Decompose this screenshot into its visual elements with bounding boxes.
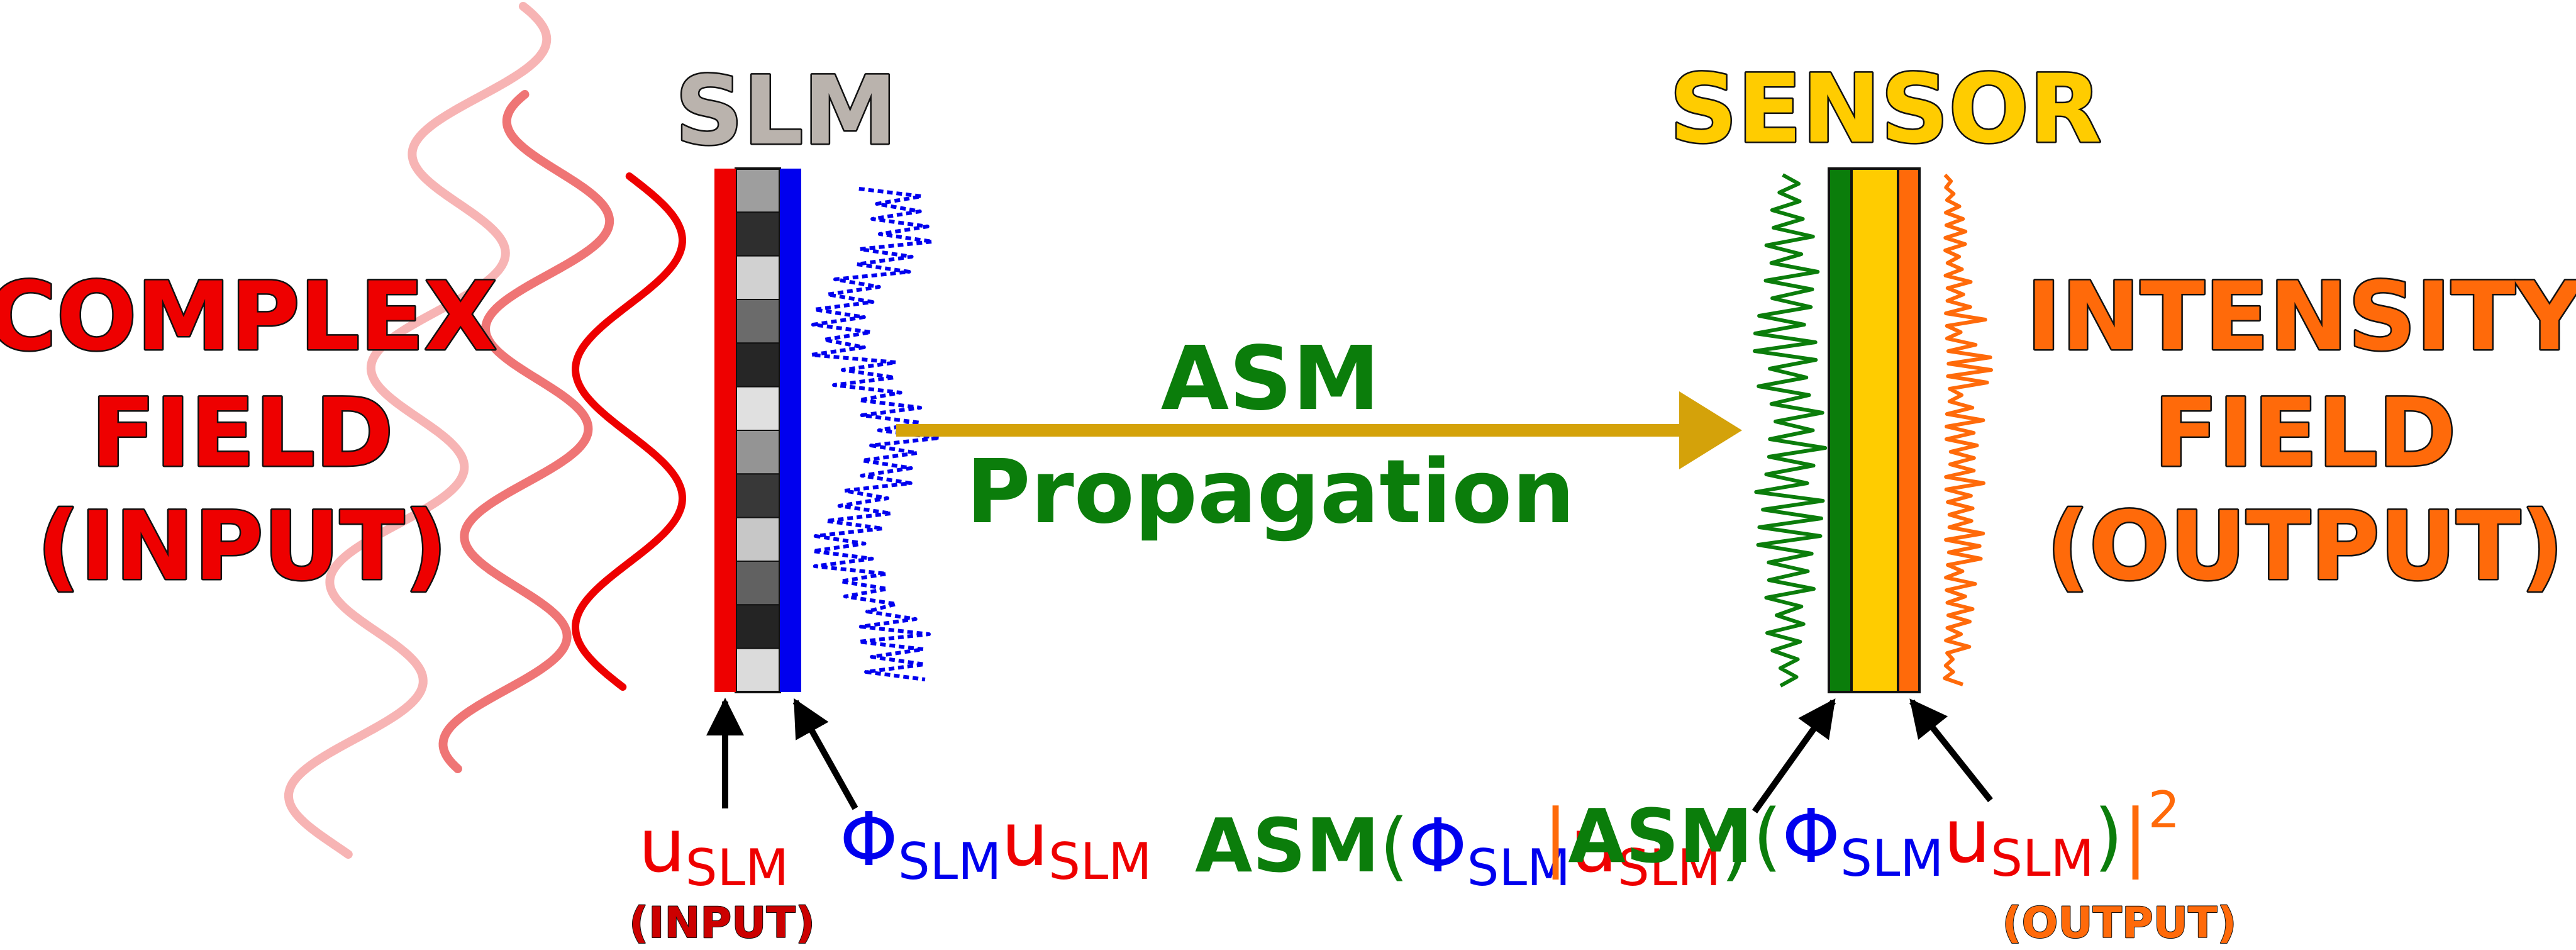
pointer-arrow-icon <box>1909 698 1993 803</box>
sensor-intensity-layer <box>1897 167 1921 693</box>
formula-input-symbol: uSLM <box>638 802 789 897</box>
formula-asm: ASM(ΦSLMuSLM) <box>1195 802 1750 897</box>
sensor-asm-layer <box>1828 167 1853 693</box>
slm-pixel <box>735 299 780 344</box>
input-label-line1: COMPLEX <box>0 262 497 372</box>
propagation-line1: ASM <box>1161 328 1380 430</box>
slm-pixel-column <box>735 168 780 693</box>
formula-phase-modulated: ΦSLMuSLM <box>840 796 1152 891</box>
slm-pixel <box>735 473 780 518</box>
slm-pixel <box>735 255 780 300</box>
slm-title: SLM <box>675 57 897 166</box>
slm-input-layer <box>714 169 736 692</box>
formula-input: uSLM (INPUT) <box>628 802 816 949</box>
slm-pixel <box>735 561 780 606</box>
input-wave-mid <box>438 90 614 773</box>
slm-pixel <box>735 342 780 388</box>
sensor-title: SENSOR <box>1669 55 2101 164</box>
output-label-line3: (OUTPUT) <box>2046 492 2564 601</box>
slm-pixel <box>735 386 780 432</box>
sensor-body <box>1850 167 1899 693</box>
slm-pixel <box>735 211 780 257</box>
pointer-arrow-icon <box>1752 698 1836 813</box>
right-arrow-icon <box>896 391 1742 469</box>
pointer-arrows <box>706 698 1993 813</box>
input-label-line2: FIELD <box>91 379 394 488</box>
input-label-line3: (INPUT) <box>37 492 448 601</box>
slm-pixel <box>735 604 780 649</box>
slm-phase-layer <box>780 169 801 692</box>
sensor-device <box>1828 167 1921 693</box>
formula-output: |ASM(ΦSLMuSLM)|2 (OUTPUT) <box>1543 781 2238 949</box>
propagation-label: ASM Propagation <box>966 328 1575 544</box>
slm-pixel <box>735 168 780 213</box>
input-wave-far <box>284 2 552 859</box>
propagation-line2: Propagation <box>966 441 1575 544</box>
pointer-arrow-icon <box>792 698 858 810</box>
slm-pixel <box>735 430 780 475</box>
slm-pixel <box>735 517 780 562</box>
input-wave-near <box>571 172 687 691</box>
propagated-field-wave <box>1753 173 1828 688</box>
output-label-line2: FIELD <box>2154 379 2457 488</box>
input-waves <box>284 2 687 859</box>
slm-device <box>714 167 801 693</box>
formula-output-note: (OUTPUT) <box>2002 898 2236 947</box>
input-field-label: COMPLEX FIELD (INPUT) <box>0 261 499 603</box>
output-label-line1: INTENSITY <box>2026 262 2576 372</box>
formula-intensity: |ASM(ΦSLMuSLM)|2 <box>1543 781 2180 888</box>
slm-pixel <box>735 647 780 693</box>
output-field-label: INTENSITY FIELD (OUTPUT) <box>2024 261 2576 603</box>
intensity-wave <box>1943 173 1993 686</box>
formula-input-note: (INPUT) <box>629 898 815 947</box>
